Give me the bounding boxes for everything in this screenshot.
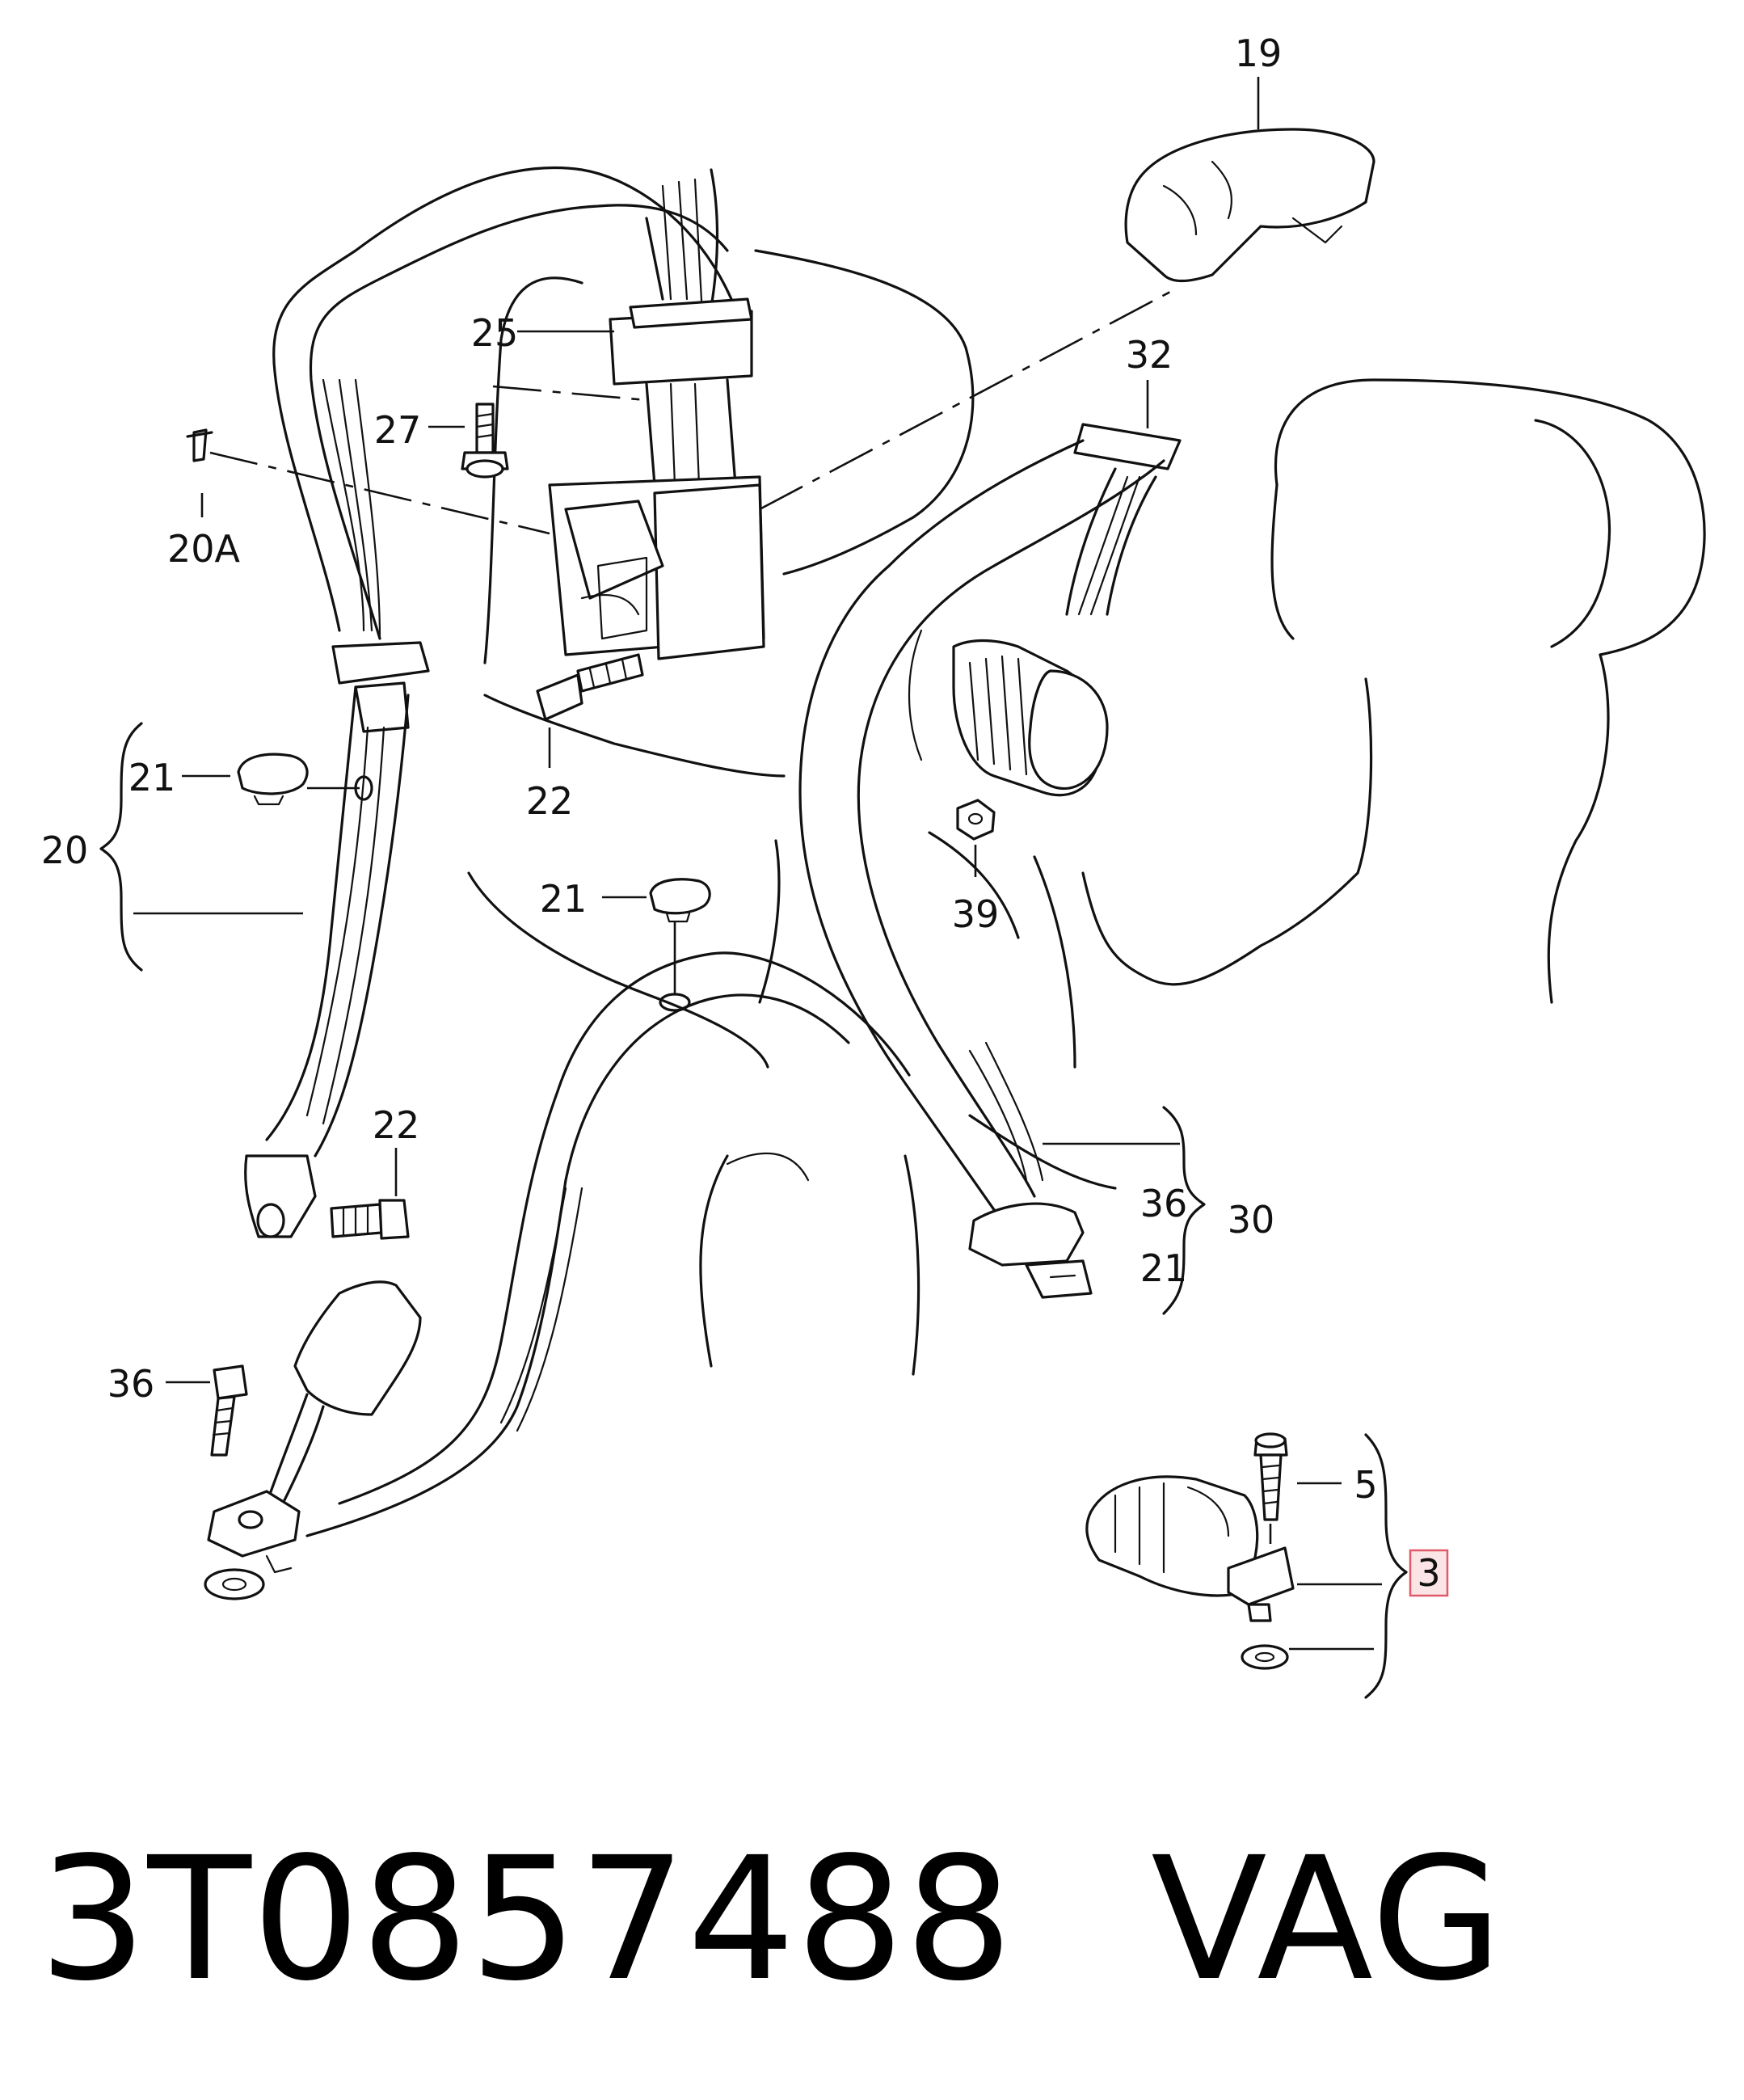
nut-39 bbox=[956, 799, 996, 841]
retractor-right bbox=[908, 629, 1109, 797]
callout-21-right: 21 bbox=[1140, 1246, 1188, 1290]
callout-20a: 20A bbox=[167, 527, 241, 571]
callout-39: 39 bbox=[952, 892, 1000, 936]
seat-outline-right bbox=[904, 378, 1706, 1376]
callout-22-lower: 22 bbox=[373, 1103, 420, 1147]
leader-lines bbox=[133, 77, 1382, 1651]
callout-3: 3 bbox=[1417, 1551, 1440, 1595]
callout-labels: 19 25 27 20A 32 21 20 22 21 39 22 36 30 … bbox=[41, 32, 1441, 1595]
bolt-27 bbox=[461, 403, 509, 479]
belt-lap bbox=[305, 951, 911, 1537]
buckle-lower-left bbox=[204, 1280, 422, 1600]
bolt-22-lower bbox=[330, 1199, 410, 1240]
callout-21-center: 21 bbox=[540, 877, 588, 921]
callout-25: 25 bbox=[471, 311, 519, 355]
callout-36-lower: 36 bbox=[107, 1362, 155, 1406]
callout-36-right: 36 bbox=[1140, 1182, 1188, 1225]
bolt-22-upper bbox=[536, 653, 644, 721]
buckle-inset bbox=[1085, 1432, 1295, 1670]
plug-21-left bbox=[237, 753, 373, 806]
callout-5: 5 bbox=[1354, 1463, 1377, 1507]
belt-upper-left bbox=[244, 166, 733, 1238]
phantom-lines bbox=[209, 289, 1173, 535]
retractor-left bbox=[548, 168, 765, 660]
pin-20a bbox=[186, 428, 213, 462]
brand-name: VAG bbox=[1151, 1820, 1504, 2018]
callout-21-left: 21 bbox=[128, 756, 176, 799]
plug-21-center bbox=[649, 878, 711, 1012]
callout-22-upper: 22 bbox=[526, 779, 574, 823]
part-number: 3T0857488 bbox=[39, 1820, 1014, 2018]
callout-32: 32 bbox=[1126, 333, 1173, 377]
callout-19: 19 bbox=[1235, 32, 1283, 75]
cover-cap bbox=[1124, 128, 1375, 283]
brackets bbox=[99, 722, 1408, 1699]
callout-20: 20 bbox=[41, 829, 89, 872]
callout-27: 27 bbox=[374, 408, 422, 452]
tongue-right bbox=[968, 1202, 1093, 1299]
seat-outline-left bbox=[467, 249, 975, 1368]
belt-right-upper bbox=[798, 423, 1182, 1246]
callout-3-highlight bbox=[1409, 1549, 1449, 1597]
bolt-36-lower bbox=[210, 1364, 248, 1457]
callout-30: 30 bbox=[1228, 1198, 1275, 1242]
